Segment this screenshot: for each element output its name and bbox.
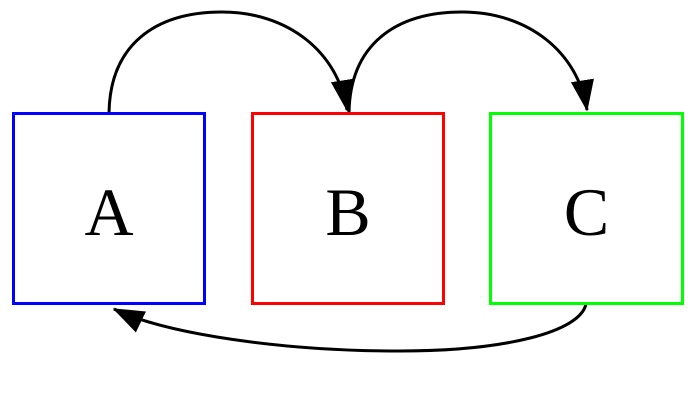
edge-A-to-B bbox=[107, 10, 354, 114]
node-C-label: C bbox=[563, 173, 610, 250]
node-C: C bbox=[489, 112, 684, 305]
node-B-label: B bbox=[325, 173, 371, 250]
node-A: A bbox=[12, 112, 206, 305]
node-A-label: A bbox=[84, 173, 134, 250]
edge-C-to-A bbox=[112, 303, 588, 353]
edge-B-to-C bbox=[347, 10, 594, 114]
node-B: B bbox=[251, 112, 445, 305]
